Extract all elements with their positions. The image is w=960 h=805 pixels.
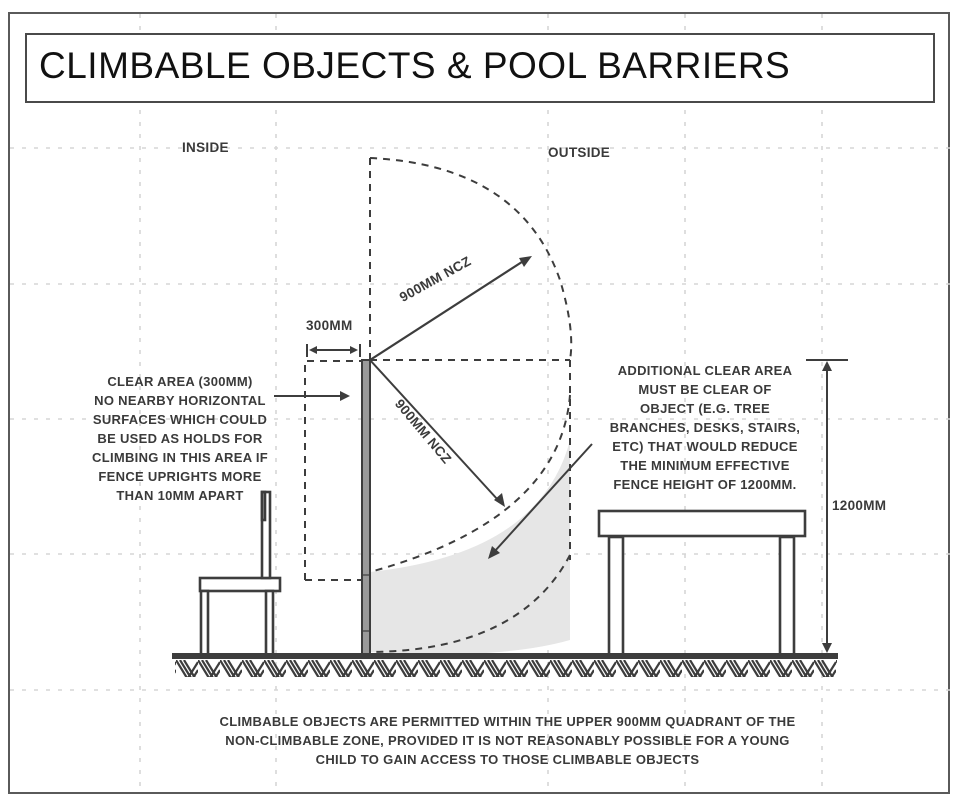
outside-label: OUTSIDE: [548, 145, 611, 160]
additional-area-bottom-arc: [371, 554, 571, 653]
chair: [198, 490, 282, 657]
additional-clear-area: [370, 440, 570, 655]
ground-line: [172, 653, 838, 659]
additional-area-note: ADDITIONAL CLEAR AREA MUST BE CLEAR OF O…: [609, 363, 801, 492]
clear-width-label: 300MM: [306, 318, 353, 333]
clear-area-note: CLEAR AREA (300MM) NO NEARBY HORIZONTAL …: [92, 374, 268, 503]
page-title: CLIMBABLE OBJECTS & POOL BARRIERS: [39, 45, 791, 86]
table: [597, 509, 807, 657]
fence-height-label: 1200MM: [832, 498, 887, 513]
upper-ncz-arc: [369, 157, 573, 361]
clear-area-box: [304, 360, 364, 581]
ground-hatch: [175, 659, 837, 677]
lower-ncz-arc: [369, 394, 571, 573]
inside-label: INSIDE: [182, 140, 229, 155]
footer-note: CLIMBABLE OBJECTS ARE PERMITTED WITHIN T…: [219, 714, 796, 767]
fence: [361, 359, 371, 657]
title-box: CLIMBABLE OBJECTS & POOL BARRIERS: [25, 33, 935, 103]
outer-frame: [8, 12, 950, 794]
